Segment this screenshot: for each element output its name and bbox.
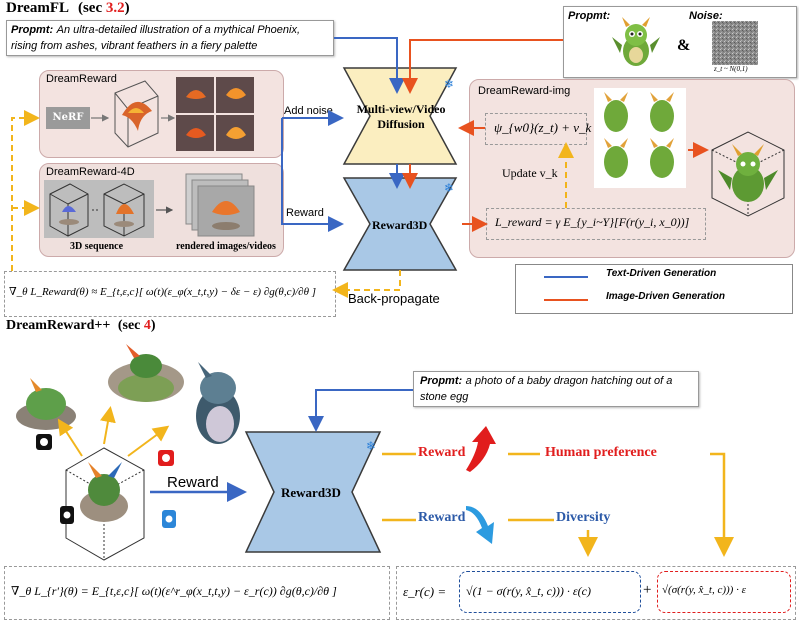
legend-text-driven: Text-Driven Generation bbox=[606, 268, 717, 279]
dreamreward4d-graphics bbox=[44, 173, 255, 238]
noise-formula: z_t ~ N(0,1) bbox=[714, 65, 748, 73]
dreamfl-title: DreamFL bbox=[6, 0, 69, 16]
dragon-cube-image bbox=[711, 131, 785, 217]
add-noise-label: Add noise bbox=[284, 105, 333, 117]
bottom-prompt-label: Propmt: bbox=[420, 375, 463, 387]
dragon-views-image bbox=[594, 88, 686, 188]
reward-arrow-label: Reward bbox=[167, 474, 219, 491]
bottom-grad-formula-box: ∇_θ L_{r'}(θ) = E_{t,ε,c}[ ω(t)(ε^r_φ(x_… bbox=[4, 566, 390, 620]
bottom-sec-prefix: (sec bbox=[117, 318, 141, 333]
loss-formula-box: L_reward = γ E_{y_i~Y}[F(r(y_i, x_0))] bbox=[486, 208, 706, 240]
noise-prompt-label: Propmt: bbox=[568, 10, 611, 22]
noise-box: Propmt: Noise: & z_t ~ N(0,1) bbox=[563, 6, 797, 78]
bottom-prompt-text: a photo of a baby dragon hatching out of… bbox=[420, 375, 673, 403]
top-reward3d-label: Reward3D bbox=[372, 218, 428, 232]
dreamreward-pp-title: DreamReward++ bbox=[6, 318, 111, 333]
update-vk-label: Update v_k bbox=[502, 166, 558, 180]
bottom-title: DreamReward++ (sec 4) bbox=[6, 318, 156, 334]
back-propagate-label: Back-propagate bbox=[348, 291, 440, 306]
dragon-egg-results bbox=[16, 344, 240, 444]
reward-up-label: Reward bbox=[418, 445, 466, 460]
bottom-sec-suffix: ) bbox=[150, 318, 156, 333]
top-grad-formula: ∇_θ L_Reward(θ) ≈ E_{t,ε,c}[ ω(t)(ε_φ(x_… bbox=[9, 286, 317, 298]
diversity-label: Diversity bbox=[556, 510, 611, 525]
top-title: DreamFL (sec 3.2) bbox=[6, 0, 130, 17]
svg-text:❄: ❄ bbox=[444, 181, 454, 195]
caption-3d-sequence: 3D sequence bbox=[70, 241, 124, 252]
top-hourglass: ❄ ❄ bbox=[342, 67, 458, 271]
legend-orange-line bbox=[544, 299, 588, 301]
legend-box: Text-Driven Generation Image-Driven Gene… bbox=[515, 264, 793, 314]
noise-label: Noise: bbox=[689, 10, 723, 22]
svg-text:❄: ❄ bbox=[444, 77, 454, 91]
noise-image bbox=[712, 21, 758, 65]
psi-formula-box: ψ_{w0}(z_t) + v_k bbox=[485, 113, 591, 145]
eps-formula-left: ε_r(c) = bbox=[403, 584, 447, 599]
sec-number: 3.2 bbox=[105, 0, 125, 16]
psi-formula: ψ_{w0}(z_t) + v_k bbox=[494, 120, 592, 135]
eps-formula-blue: √(1 − σ(r(y, x̂_t, c))) · ε(c) bbox=[466, 584, 591, 598]
top-arrows bbox=[11, 37, 709, 298]
eps-formula-box: ε_r(c) = √(1 − σ(r(y, x̂_t, c))) · ε(c) … bbox=[396, 566, 796, 620]
eps-red-box: √(σ(r(y, x̂_t, c))) · ε bbox=[657, 571, 791, 613]
bottom-graphics: ❄ bbox=[36, 389, 734, 561]
bottom-grad-formula: ∇_θ L_{r'}(θ) = E_{t,ε,c}[ ω(t)(ε^r_φ(x_… bbox=[11, 584, 337, 598]
plus-sign: + bbox=[643, 582, 652, 598]
dreamreward-img-title: DreamReward-img bbox=[478, 85, 571, 97]
dreamreward4d-title: DreamReward-4D bbox=[46, 166, 135, 178]
sec-suffix: ) bbox=[124, 0, 130, 16]
diffusion-label: Multi-view/Video Diffusion bbox=[348, 102, 454, 132]
dreamreward-title: DreamReward bbox=[46, 73, 117, 85]
nerf-label: NeRF bbox=[52, 112, 84, 123]
legend-blue-line bbox=[544, 276, 588, 278]
sec-prefix: (sec bbox=[77, 0, 103, 16]
dreamreward4d-panel: DreamReward-4D 3D sequence rendered imag… bbox=[39, 163, 284, 257]
dragon-reference-image bbox=[612, 17, 660, 66]
bottom-reward3d-label: Reward3D bbox=[281, 485, 341, 500]
eps-blue-box: √(1 − σ(r(y, x̂_t, c))) · ε(c) bbox=[459, 571, 641, 613]
reward-label-top: Reward bbox=[286, 207, 324, 219]
nerf-box: NeRF bbox=[46, 107, 90, 129]
top-grad-formula-box: ∇_θ L_Reward(θ) ≈ E_{t,ε,c}[ ω(t)(ε_φ(x_… bbox=[4, 271, 336, 317]
top-prompt-label: Propmt: bbox=[11, 24, 54, 36]
top-prompt-box: Propmt: An ultra-detailed illustration o… bbox=[6, 20, 334, 56]
human-preference-label: Human preference bbox=[545, 445, 657, 460]
bottom-prompt-box: Propmt: a photo of a baby dragon hatchin… bbox=[413, 371, 699, 407]
ampersand: & bbox=[677, 37, 691, 54]
top-prompt-text: An ultra-detailed illustration of a myth… bbox=[11, 24, 301, 52]
dreamreward-panel: DreamReward NeRF bbox=[39, 70, 284, 158]
eps-formula-red: √(σ(r(y, x̂_t, c))) · ε bbox=[662, 584, 746, 596]
diffusion-label-text: Multi-view/Video Diffusion bbox=[356, 102, 446, 131]
dreamreward-graphics bbox=[91, 77, 254, 151]
bottom-sec-number: 4 bbox=[143, 318, 151, 333]
svg-text:❄: ❄ bbox=[366, 439, 376, 453]
dreamreward-img-panel: DreamReward-img bbox=[469, 79, 795, 258]
reward-down-label: Reward bbox=[418, 510, 466, 525]
legend-image-driven: Image-Driven Generation bbox=[606, 291, 725, 302]
caption-rendered: rendered images/videos bbox=[176, 241, 276, 252]
loss-formula: L_reward = γ E_{y_i~Y}[F(r(y_i, x_0))] bbox=[495, 215, 690, 229]
